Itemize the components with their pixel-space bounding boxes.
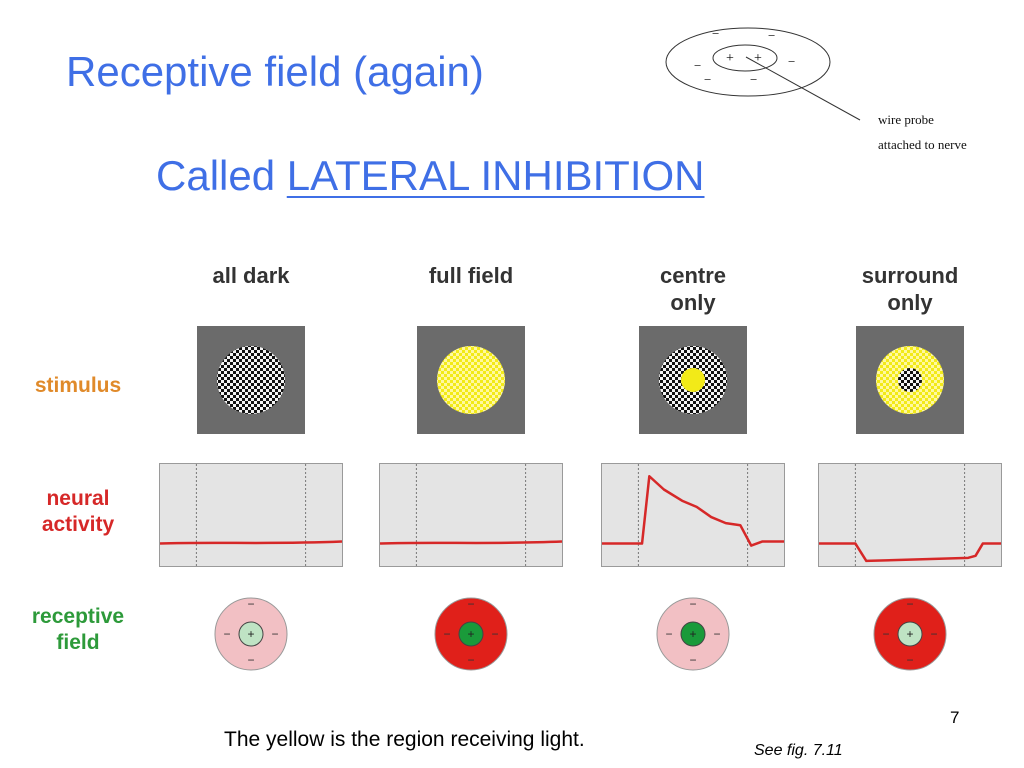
footer-note: The yellow is the region receiving light…	[224, 728, 585, 751]
activity-graph-0	[159, 463, 343, 567]
row-label-neural-activity-line: neural	[46, 487, 110, 510]
field-surround-sign: −	[930, 627, 937, 641]
neural-activity-trace	[379, 540, 563, 545]
field-centre-sign: +	[467, 627, 474, 641]
surround-sign-5: −	[704, 72, 711, 87]
slide-subtitle: Called LATERAL INHIBITION	[156, 152, 705, 200]
column-heading-1: full field	[391, 262, 551, 289]
row-label-receptive-field-line: field	[56, 631, 100, 654]
field-surround-sign: −	[689, 597, 696, 611]
slide-title: Receptive field (again)	[66, 48, 484, 95]
stimulus-panel-2	[639, 326, 747, 434]
field-surround-sign: −	[689, 653, 696, 667]
surround-sign-3: −	[694, 58, 701, 73]
stimulus-centre-light	[681, 368, 705, 392]
centre-sign-2: +	[754, 51, 762, 66]
probe-wire	[745, 56, 861, 121]
column-heading-line: surround	[861, 263, 959, 288]
field-centre-zone	[680, 621, 706, 647]
surround-sign-1: −	[712, 26, 719, 41]
column-heading-0: all dark	[171, 262, 331, 289]
receptive-field-inner-ellipse	[712, 44, 778, 72]
stimulus-surround-disc	[217, 346, 285, 414]
field-surround-sign: −	[491, 627, 498, 641]
row-label-stimulus-line: stimulus	[34, 374, 122, 397]
neural-activity-trace	[159, 540, 343, 545]
column-heading-line: only	[887, 290, 933, 315]
page-number: 7	[950, 708, 960, 727]
field-surround-sign: −	[271, 627, 278, 641]
receptive-field-3: − − − − +	[872, 596, 948, 677]
receptive-field-0: − − − − +	[213, 596, 289, 677]
field-surround-sign: −	[713, 627, 720, 641]
field-surround-sign: −	[906, 597, 913, 611]
receptive-field-2: − − − − +	[655, 596, 731, 677]
centre-sign-1: +	[726, 51, 734, 66]
row-label-neural-activity: neural activity	[8, 486, 148, 538]
column-heading-line: full field	[428, 263, 514, 288]
field-centre-sign: +	[906, 627, 913, 641]
activity-graph-2	[601, 463, 785, 567]
stimulus-panel-1	[417, 326, 525, 434]
field-centre-sign: +	[689, 627, 696, 641]
stimulus-panel-0	[197, 326, 305, 434]
field-centre-zone	[897, 621, 923, 647]
stimulus-centre-dark	[898, 368, 922, 392]
field-centre-zone	[458, 621, 484, 647]
neural-activity-trace	[602, 474, 784, 547]
field-surround-sign: −	[223, 627, 230, 641]
column-heading-line: all dark	[212, 263, 290, 288]
probe-label-line2: attached to nerve	[878, 137, 967, 152]
field-surround-sign: −	[665, 627, 672, 641]
probe-label-line1: wire probe	[878, 112, 934, 127]
field-surround-sign: −	[443, 627, 450, 641]
column-heading-line: centre	[659, 263, 727, 288]
neural-activity-trace	[819, 542, 1001, 563]
surround-sign-2: −	[768, 28, 775, 43]
row-label-neural-activity-line: activity	[41, 513, 115, 536]
receptive-field-1: − − − − +	[433, 596, 509, 677]
surround-sign-4: −	[788, 54, 795, 69]
stimulus-panel-3	[856, 326, 964, 434]
row-label-receptive-field: receptive field	[8, 604, 148, 656]
figure-reference: See fig. 7.11	[754, 742, 843, 759]
probe-diagram: + + − − − − − −	[665, 26, 861, 121]
receptive-field-outer-ellipse	[665, 27, 831, 97]
row-label-receptive-field-line: receptive	[31, 605, 125, 628]
field-centre-sign: +	[247, 627, 254, 641]
field-surround-sign: −	[467, 653, 474, 667]
stimulus-centre-light	[459, 368, 483, 392]
row-label-stimulus: stimulus	[8, 373, 148, 399]
activity-graph-1	[379, 463, 563, 567]
field-centre-zone	[238, 621, 264, 647]
lateral-inhibition-link[interactable]: LATERAL INHIBITION	[286, 152, 705, 199]
surround-sign-6: −	[750, 72, 757, 87]
column-heading-line: only	[670, 290, 716, 315]
field-surround-sign: −	[247, 653, 254, 667]
field-surround-sign: −	[247, 597, 254, 611]
field-surround-sign: −	[467, 597, 474, 611]
activity-graph-3	[818, 463, 1002, 567]
field-surround-sign: −	[882, 627, 889, 641]
field-surround-sign: −	[906, 653, 913, 667]
subtitle-prefix: Called	[156, 152, 287, 199]
